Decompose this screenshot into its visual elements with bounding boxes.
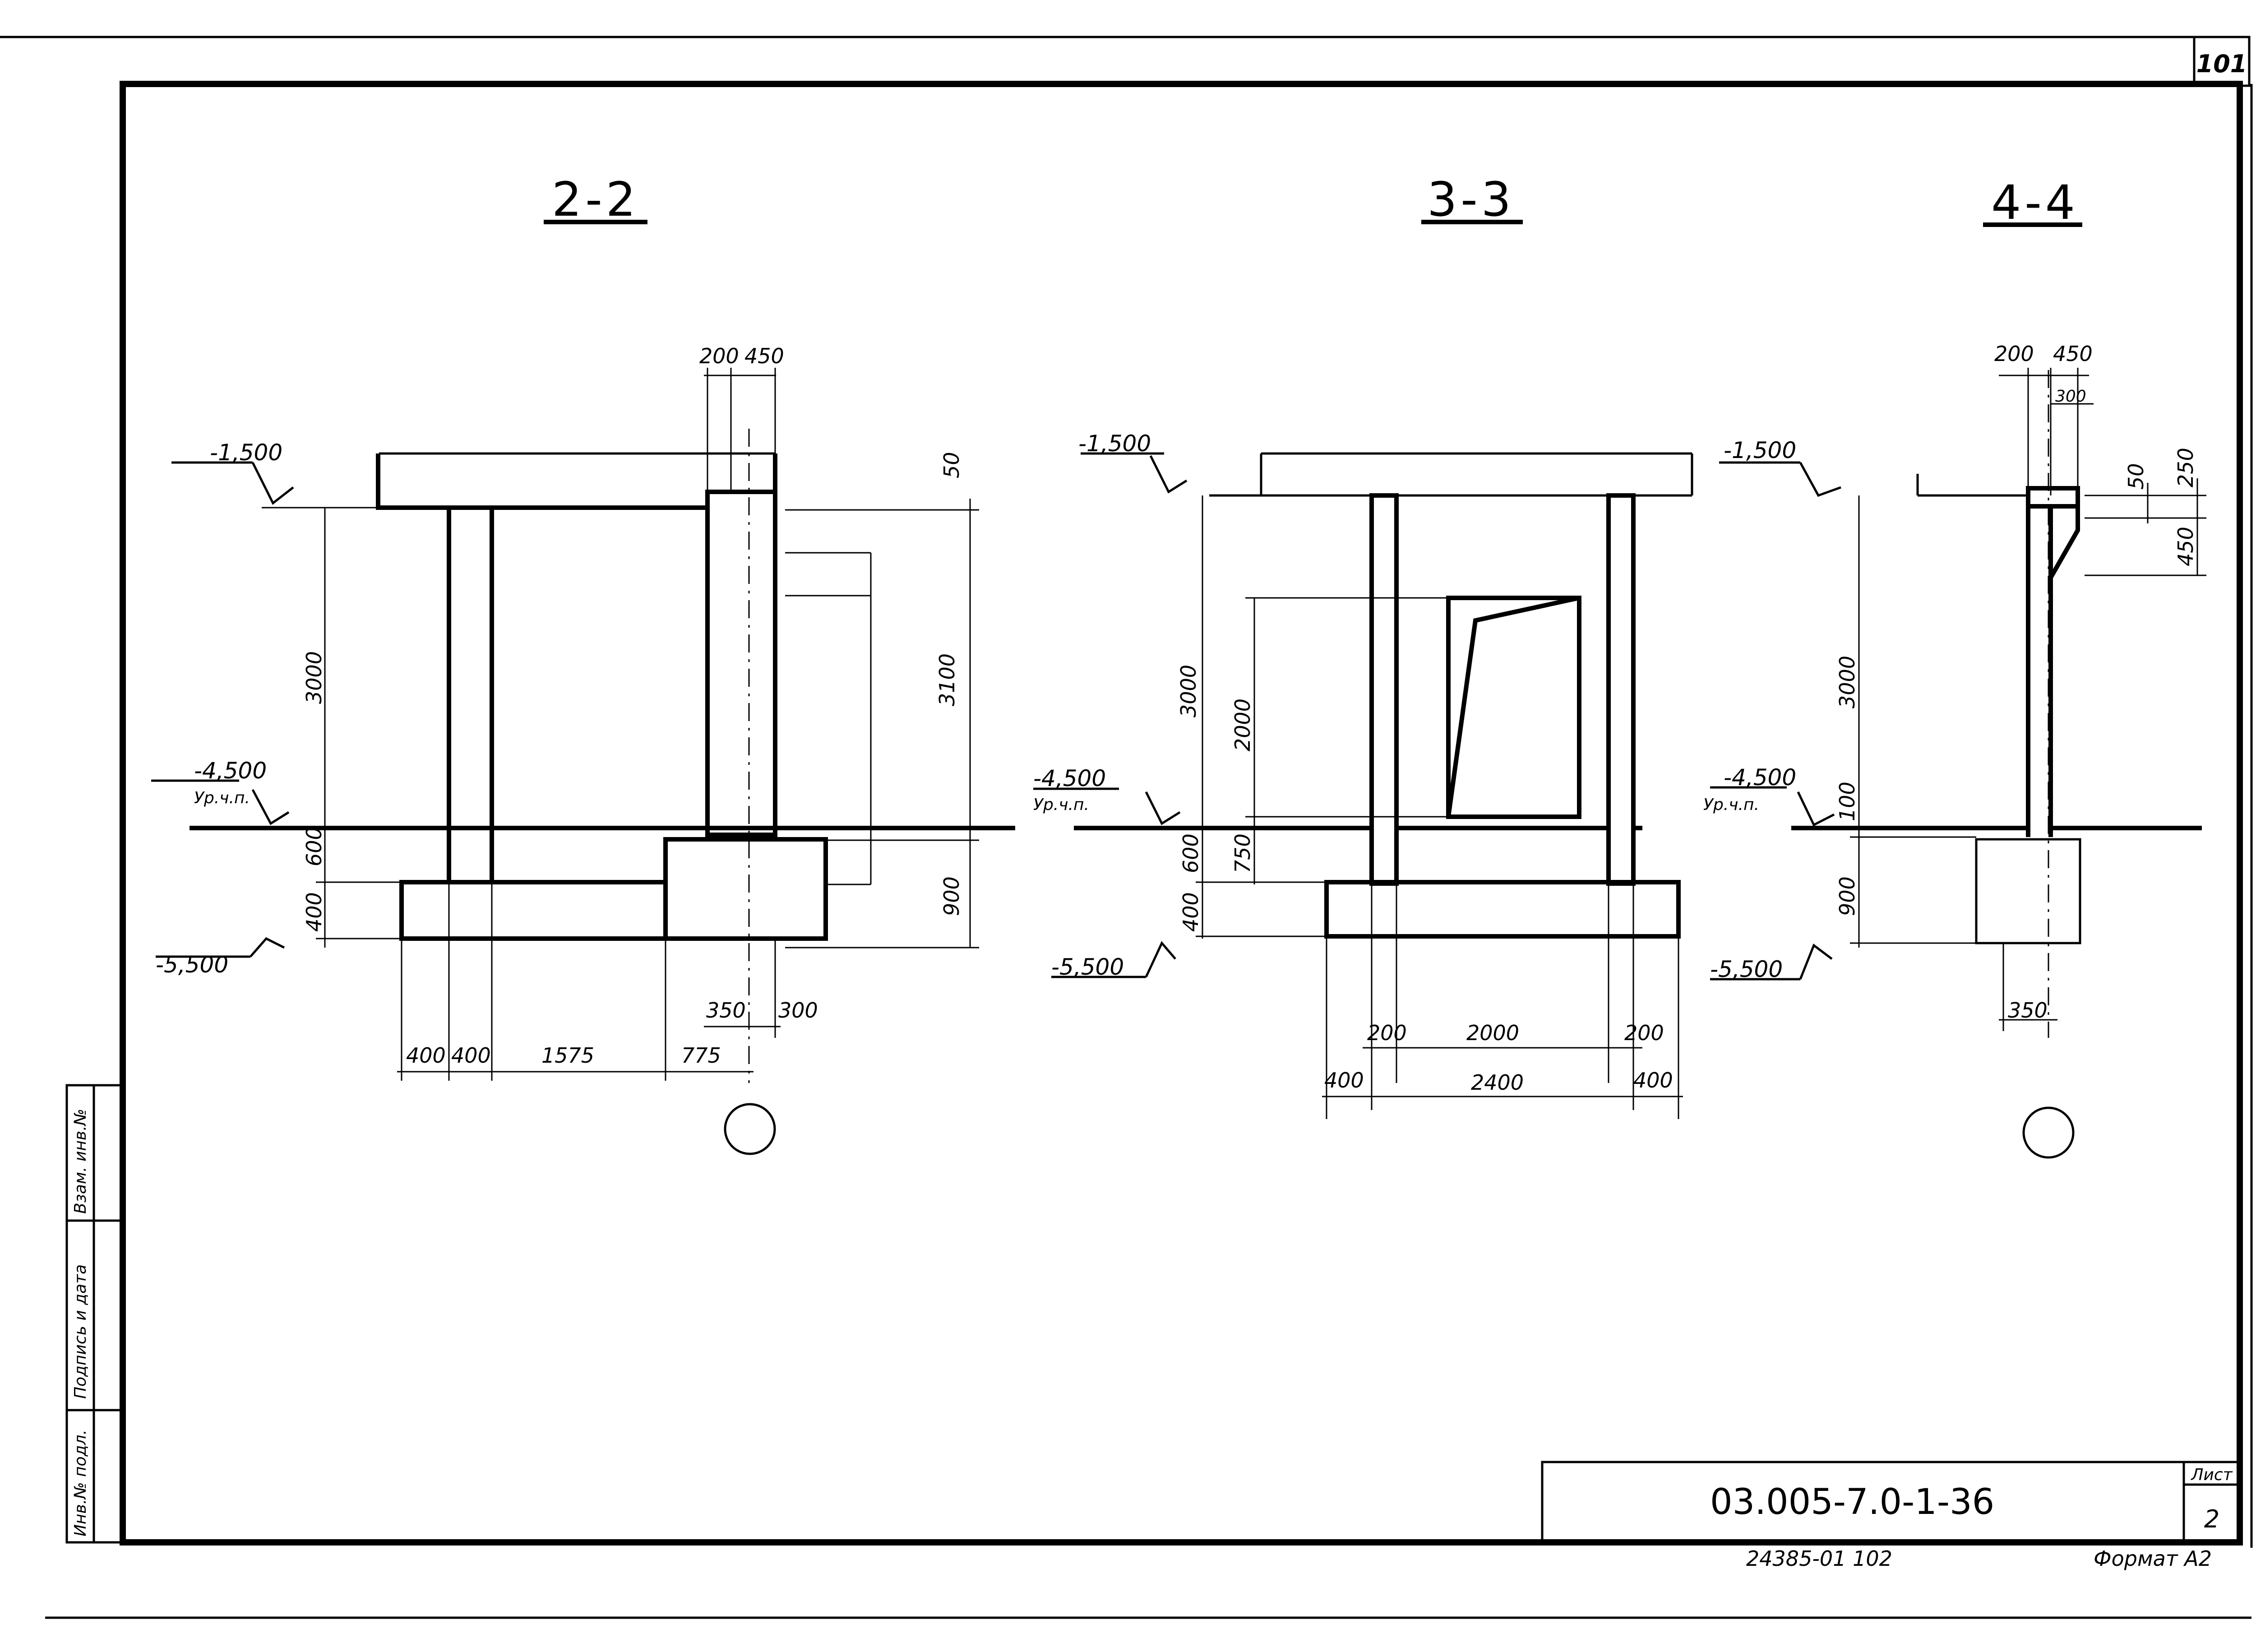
dim-900: 900 <box>1835 876 1859 916</box>
dim-250: 250 <box>2173 448 2198 487</box>
dim-450: 450 <box>2053 342 2093 366</box>
dim-400: 400 <box>302 892 326 932</box>
elev-top-label: -1,500 <box>210 440 282 466</box>
format-label: Формат А2 <box>2094 1546 2212 1571</box>
dim-3100: 3100 <box>935 653 959 706</box>
page-number-box <box>2193 36 2251 87</box>
elev-top-label: -1,500 <box>1724 437 1796 463</box>
section-2-2: 2-2 <box>151 172 1015 1155</box>
dim-w200a: 200 <box>1367 1021 1407 1045</box>
dim-50: 50 <box>2124 463 2148 490</box>
dim-3000: 3000 <box>302 651 326 704</box>
dim-350: 350 <box>706 998 746 1023</box>
ground-level-label: Ур.ч.п. <box>1033 796 1089 814</box>
dim-200: 200 <box>699 344 739 368</box>
dim-775: 775 <box>681 1043 721 1068</box>
dim-100: 100 <box>1835 782 1859 821</box>
page-number: 101 <box>2196 50 2247 78</box>
elev-ground-label: -4,500 <box>1724 764 1796 791</box>
dim-350: 350 <box>2008 998 2048 1023</box>
elev-top-label: -1,500 <box>1078 430 1151 457</box>
sheet-label: Лист <box>2190 1466 2233 1484</box>
axis-marker-circle <box>724 1103 776 1155</box>
section-4-4-title: 4-4 <box>1991 175 2079 230</box>
section-3-3: 3-3 <box>1033 172 1693 1119</box>
sheet-number: 2 <box>2204 1505 2219 1533</box>
dim-w2000: 2000 <box>1466 1021 1519 1045</box>
stamp-row-2: Подпись и дата <box>71 1264 90 1399</box>
dim-200: 200 <box>1994 342 2034 366</box>
axis-marker-circle <box>2022 1106 2075 1159</box>
dim-w400b: 400 <box>1633 1068 1673 1092</box>
dim-450-right: 450 <box>2173 527 2198 566</box>
dim-600: 600 <box>302 827 326 866</box>
dim-450: 450 <box>744 344 784 368</box>
drawing-frame <box>120 81 2243 1546</box>
elev-bottom-label: -5,500 <box>156 952 228 978</box>
dim-900: 900 <box>939 876 964 916</box>
left-wall <box>1369 493 1399 886</box>
archive-number: 24385-01 102 <box>1746 1546 1892 1571</box>
dim-300: 300 <box>2055 387 2086 406</box>
dim-w2400: 2400 <box>1471 1070 1524 1095</box>
dim-750: 750 <box>1230 833 1255 873</box>
haunch <box>2048 506 2080 579</box>
door-opening <box>1446 596 1581 819</box>
door-leaf <box>1446 596 1580 817</box>
section-4-4: 4-4 -1,500 -4 <box>1703 175 2206 1159</box>
dim-3000: 3000 <box>1176 665 1201 717</box>
right-wall <box>705 490 777 837</box>
dim-w400a: 400 <box>1324 1068 1364 1092</box>
stamp-row-3: Инв.№ подл. <box>71 1430 90 1536</box>
dim-2000: 2000 <box>1230 699 1255 751</box>
parapet <box>2026 486 2080 509</box>
footing <box>1975 838 2081 944</box>
elev-bottom-label: -5,500 <box>1710 956 1783 982</box>
footing <box>1324 880 1681 939</box>
dim-400: 400 <box>1179 892 1203 932</box>
section-2-2-title: 2-2 <box>552 172 639 227</box>
side-stamp: Взам. инв.№ Подпись и дата Инв.№ подл. <box>65 1084 124 1544</box>
left-footing <box>399 880 668 941</box>
drawing-code: 03.005-7.0-1-36 <box>1710 1482 1994 1522</box>
ground-level-label: Ур.ч.п. <box>1703 796 1759 814</box>
section-3-3-title: 3-3 <box>1427 172 1515 227</box>
dim-w400b: 400 <box>451 1043 491 1068</box>
dim-3000: 3000 <box>1835 656 1859 708</box>
dim-w400a: 400 <box>406 1043 446 1068</box>
elev-ground-label: -4,500 <box>1033 765 1106 791</box>
right-wall <box>1606 493 1636 886</box>
dim-300: 300 <box>778 998 818 1023</box>
ground-level-label: Ур.ч.п. <box>194 789 250 807</box>
elev-ground-label: -4,500 <box>194 758 267 784</box>
title-block: 03.005-7.0-1-36 Лист 2 <box>1541 1461 2241 1544</box>
right-footing <box>663 837 828 941</box>
dim-1575: 1575 <box>541 1043 594 1068</box>
elev-bottom-label: -5,500 <box>1051 954 1124 980</box>
dim-w200b: 200 <box>1624 1021 1664 1045</box>
stamp-row-1: Взам. инв.№ <box>71 1109 90 1214</box>
dim-600: 600 <box>1179 833 1203 873</box>
dim-50: 50 <box>939 452 964 478</box>
